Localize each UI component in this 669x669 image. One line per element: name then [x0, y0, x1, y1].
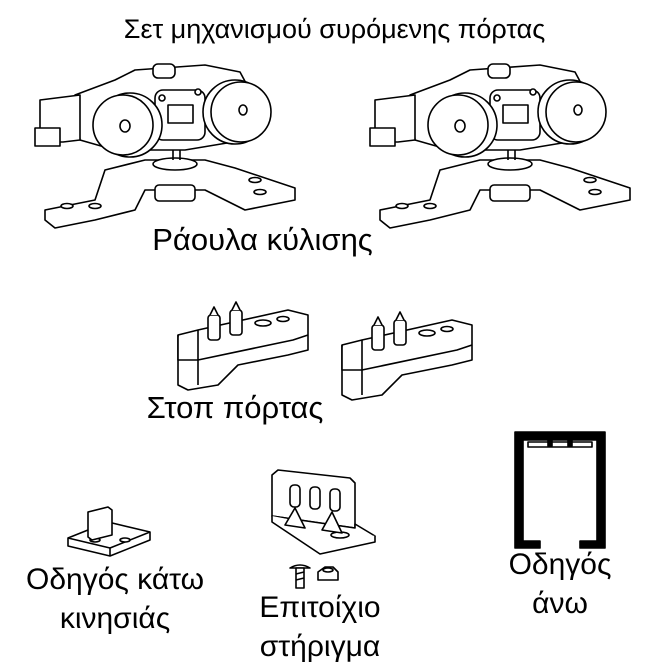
- top-guide-label-line1: Οδηγός: [508, 548, 612, 581]
- bottom-guide-label: Οδηγός κάτω κινησιάς: [0, 563, 230, 636]
- top-guide-label: Οδηγός άνω: [480, 548, 640, 621]
- wall-bracket-label-line1: Επιτοίχιο: [259, 591, 381, 624]
- roller-drawing-right: [369, 63, 631, 229]
- wall-bracket-label: Επιτοίχιο στήριγμα: [230, 591, 410, 664]
- bottom-guide-drawing: [68, 507, 150, 556]
- door-stop-drawing-left: [177, 301, 309, 391]
- bottom-guide-label-line2: κινησιάς: [59, 601, 171, 635]
- roller-drawing-left: [34, 63, 296, 229]
- top-guide-label-line2: άνω: [532, 586, 588, 620]
- door-stop-drawing-right: [341, 311, 473, 401]
- top-guide-drawing: [515, 432, 605, 548]
- rollers-label: Ράουλα κύλισης: [152, 222, 373, 257]
- page-title: Σετ μηχανισμού συρόμενης πόρτας: [123, 14, 546, 44]
- door-stop-label: Στοπ πόρτας: [146, 390, 324, 425]
- wall-bracket-label-line2: στήριγμα: [259, 629, 381, 663]
- bottom-guide-label-line1: Οδηγός κάτω: [25, 563, 205, 596]
- wall-bracket-drawing: [272, 470, 375, 588]
